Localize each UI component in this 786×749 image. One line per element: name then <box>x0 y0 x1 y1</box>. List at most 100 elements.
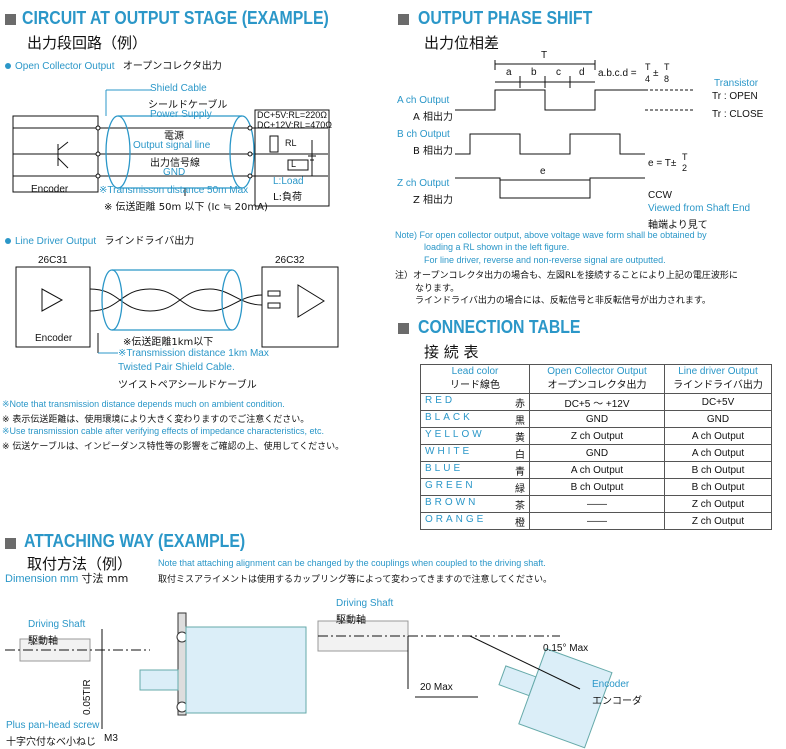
section-marker <box>398 323 409 334</box>
table-cell: GND <box>529 410 665 428</box>
tir-label: 0.05TIR <box>82 679 93 715</box>
ccw-label: CCW <box>648 190 672 201</box>
formula-lhs: a.b.c.d = <box>598 68 637 79</box>
angle-label: 0.15° Max <box>543 643 589 654</box>
phase-waveform <box>455 60 695 199</box>
max20-label: 20 Max <box>420 682 453 693</box>
table-cell: A ch Output <box>664 444 772 462</box>
table-cell: A ch Output <box>529 461 665 479</box>
driving-shaft-label: Driving Shaft <box>28 619 86 630</box>
encoder-label-2-jp: エンコーダ <box>592 696 642 707</box>
phase-note-jp-1: 注）オープンコレクタ出力の場合も、左図RLを接続することにより上記の電圧波形に <box>395 271 738 281</box>
c-label: c <box>556 67 561 78</box>
formula-8: 8 <box>664 74 670 84</box>
circuit-title-jp: 出力段回路（例） <box>27 34 148 52</box>
table-cell: Z ch Output <box>664 512 772 530</box>
line-driver-heading: Line Driver Output ラインドライバ出力 <box>5 232 194 247</box>
b-label: b <box>531 67 537 78</box>
shield-cable-label: Shield Cable <box>150 83 207 94</box>
screw-label-jp: 十字穴付なべ小ねじ <box>6 737 96 748</box>
note-1: ※Note that transmission distance depends… <box>2 399 285 409</box>
bullet-icon <box>5 238 11 245</box>
d-label: d <box>579 67 585 78</box>
formula-t4: T <box>645 62 651 72</box>
attaching-title: ATTACHING WAY (EXAMPLE) <box>24 531 246 551</box>
phase-note-2: loading a RL shown in the left figure. <box>424 242 570 252</box>
distance-label-jp: ※ 伝送距離 50m 以下 (Ic ≒ 20mA) <box>104 202 268 213</box>
line-driver-encoder: Encoder <box>35 333 73 344</box>
viewed-label: Viewed from Shaft End <box>648 203 751 214</box>
table-cell: GND <box>529 444 665 462</box>
a-jp-label: A 相出力 <box>413 112 454 123</box>
encoder-label-2: Encoder <box>592 679 630 690</box>
viewed-label-jp: 軸端より見て <box>648 220 708 231</box>
circuit-title: CIRCUIT AT OUTPUT STAGE (EXAMPLE) <box>22 8 329 28</box>
table-cell: B ch Output <box>664 461 772 479</box>
attaching-diagram <box>5 612 613 749</box>
note-4: ※ 伝送ケーブルは、インピーダンス特性等の影響をご確認の上、使用してください。 <box>2 442 345 452</box>
section-marker <box>5 538 16 549</box>
e-formula-t: T <box>682 152 688 162</box>
formula-t8: T <box>664 62 670 72</box>
formula-4: 4 <box>645 74 651 84</box>
connection-title-jp: 接 続 表 <box>424 343 479 361</box>
rl-values-1: DC+5V:RL=220Ω <box>257 110 327 120</box>
section-marker <box>398 14 409 25</box>
table-cell: B ch Output <box>529 478 665 496</box>
phase-note-1: Note) For open collector output, above v… <box>395 230 707 240</box>
driving-shaft-label-2: Driving Shaft <box>336 598 394 609</box>
z-ch-label: Z ch Output <box>397 178 450 189</box>
a-ch-label: A ch Output <box>397 95 450 106</box>
power-supply-label: Power Supply <box>150 109 212 120</box>
attaching-title-jp: 取付方法（例） <box>27 555 133 573</box>
l-label: L <box>291 159 297 169</box>
table-cell: B ch Output <box>664 478 772 496</box>
attaching-note-jp: 取付ミスアライメントは使用するカップリング等によって変わってきますので注意してく… <box>158 575 553 585</box>
formula-pm: ± <box>653 68 659 79</box>
table-cell: Z ch Output <box>664 495 772 513</box>
e-label: e <box>540 166 546 177</box>
driving-shaft-label-jp: 駆動軸 <box>28 636 58 647</box>
a-label: a <box>506 67 512 78</box>
table-cell: Z ch Output <box>529 427 665 445</box>
table-cell: —— <box>529 512 665 530</box>
ld-distance-jp: ※伝送距離1km以下 <box>123 337 214 348</box>
note-2: ※ 表示伝送距離は、使用環境により大きく変わりますのでご注意ください。 <box>2 415 310 425</box>
connection-title: CONNECTION TABLE <box>418 317 581 337</box>
output-signal-label: Output signal line <box>133 140 211 151</box>
bullet-icon <box>5 63 11 70</box>
line-driver-diagram <box>15 266 339 354</box>
m3-label: M3 <box>104 733 118 744</box>
chip-26c31: 26C31 <box>38 255 68 266</box>
tr-close: Tr : CLOSE <box>712 109 764 120</box>
load-label-jp: L:負荷 <box>273 192 302 203</box>
b-ch-label: B ch Output <box>397 129 450 140</box>
section-marker <box>5 14 16 25</box>
phase-note-3: For line driver, reverse and non-reverse… <box>424 255 666 265</box>
attaching-note: Note that attaching alignment can be cha… <box>158 558 546 568</box>
dimension-label: Dimension mm 寸法 mm <box>5 572 129 585</box>
e-formula-2: 2 <box>682 163 688 173</box>
phase-note-jp-3: ラインドライバ出力の場合には、反転信号と非反転信号が出力されます。 <box>415 296 711 306</box>
tr-open: Tr : OPEN <box>712 91 758 102</box>
transistor-label: Transistor <box>714 78 759 89</box>
load-label: L:Load <box>273 176 304 187</box>
phase-note-jp-2: なります。 <box>415 284 460 294</box>
driving-shaft-label-2-jp: 駆動軸 <box>336 615 366 626</box>
note-3: ※Use transmission cable after verifying … <box>2 426 325 436</box>
power-label-jp: 電源 <box>164 131 184 142</box>
